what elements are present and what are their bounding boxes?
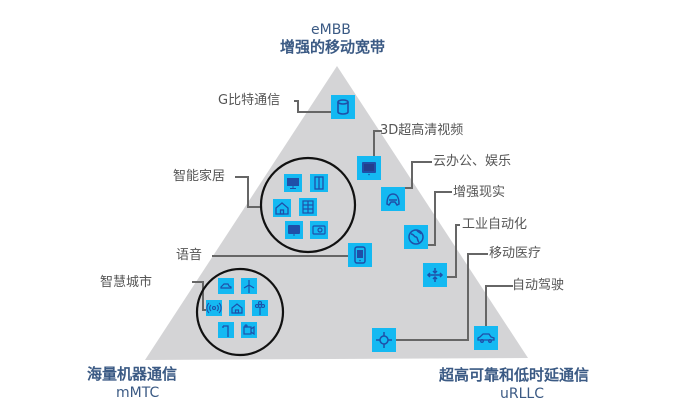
database-icon — [331, 95, 355, 119]
door-icon — [310, 174, 328, 192]
crosshair-icon — [372, 328, 396, 352]
label-voice: 语音 — [176, 248, 203, 263]
signal-icon — [206, 300, 222, 316]
globe-icon — [404, 225, 428, 249]
label-smarthome: 智能家居 — [173, 169, 226, 184]
leader-gbps — [294, 100, 331, 113]
embb-en: eMBB — [311, 22, 351, 38]
urllc-en: uRLLC — [500, 386, 544, 402]
home-icon — [229, 300, 245, 316]
flower-icon — [252, 300, 268, 316]
phone-icon — [348, 243, 372, 267]
car-icon — [474, 326, 498, 350]
leader-lines — [192, 100, 513, 341]
label-gbps: G比特通信 — [218, 93, 281, 108]
urllc-cn: 超高可靠和低时延通信 — [439, 366, 590, 384]
leader-smarthome — [235, 176, 262, 208]
leader-driving — [485, 285, 513, 327]
smartcity-circle — [195, 267, 285, 357]
gamepad-icon — [381, 187, 405, 211]
streetlight-icon — [218, 322, 234, 338]
home-icon — [273, 199, 291, 217]
arrows-converge-icon — [423, 263, 447, 287]
label-driving: 自动驾驶 — [512, 278, 565, 293]
mmtc-cn: 海量机器通信 — [87, 365, 178, 383]
leader-industry — [447, 224, 460, 278]
label-ar: 增强现实 — [453, 185, 506, 200]
video-icon — [241, 322, 257, 338]
leader-video3d — [373, 130, 382, 156]
leader-cloud — [405, 161, 432, 189]
label-industry: 工业自动化 — [462, 217, 528, 232]
embb-cn: 增强的移动宽带 — [280, 38, 386, 56]
label-cloud: 云办公、娱乐 — [433, 154, 512, 169]
label-medical: 移动医疗 — [489, 246, 542, 261]
leader-ar — [424, 191, 452, 246]
windmill-icon — [241, 278, 257, 294]
label-smartcity: 智慧城市 — [100, 275, 153, 290]
car-icon — [218, 278, 234, 294]
mmtc-en: mMTC — [116, 385, 160, 401]
camera-icon — [310, 221, 328, 239]
leader-medical — [395, 253, 488, 341]
panel-icon — [299, 198, 317, 216]
label-video3d: 3D超高清视频 — [380, 123, 464, 138]
monitor-icon — [357, 156, 381, 180]
tv-icon — [284, 174, 302, 192]
smarthome-circle — [259, 156, 357, 254]
monitor-icon — [285, 221, 303, 239]
